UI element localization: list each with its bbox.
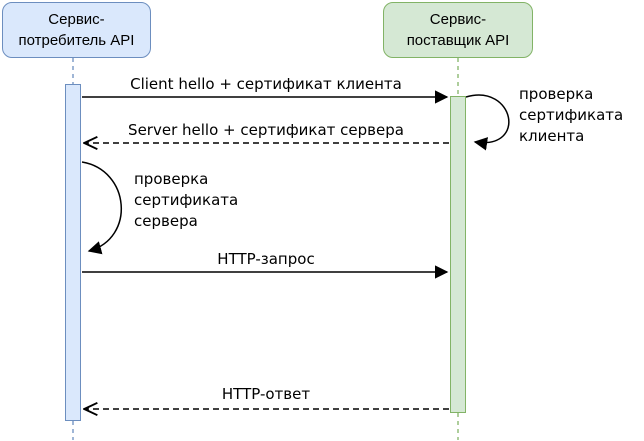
provider-self-loop-label: проверка сертификата клиента: [519, 85, 624, 145]
provider-actor-label: Сервис- поставщик API: [406, 11, 510, 49]
message-http-request-label: HTTP-запрос: [217, 250, 315, 268]
provider-self-loop-arrow: [465, 94, 510, 151]
consumer-actor-label: Сервис- потребитель API: [18, 11, 135, 49]
message-server-hello-label: Server hello + сертификат сервера: [128, 121, 404, 139]
consumer-self-loop-label: проверка сертификата сервера: [134, 170, 239, 230]
consumer-actor-box: Сервис- потребитель API: [2, 2, 151, 58]
message-http-response-label: HTTP-ответ: [221, 385, 311, 403]
message-client-hello-label: Client hello + сертификат клиента: [130, 75, 402, 93]
provider-activation-bar: [450, 96, 466, 413]
consumer-activation-bar: [65, 84, 81, 421]
provider-actor-box: Сервис- поставщик API: [383, 2, 533, 58]
consumer-self-loop-arrow: [81, 161, 123, 255]
